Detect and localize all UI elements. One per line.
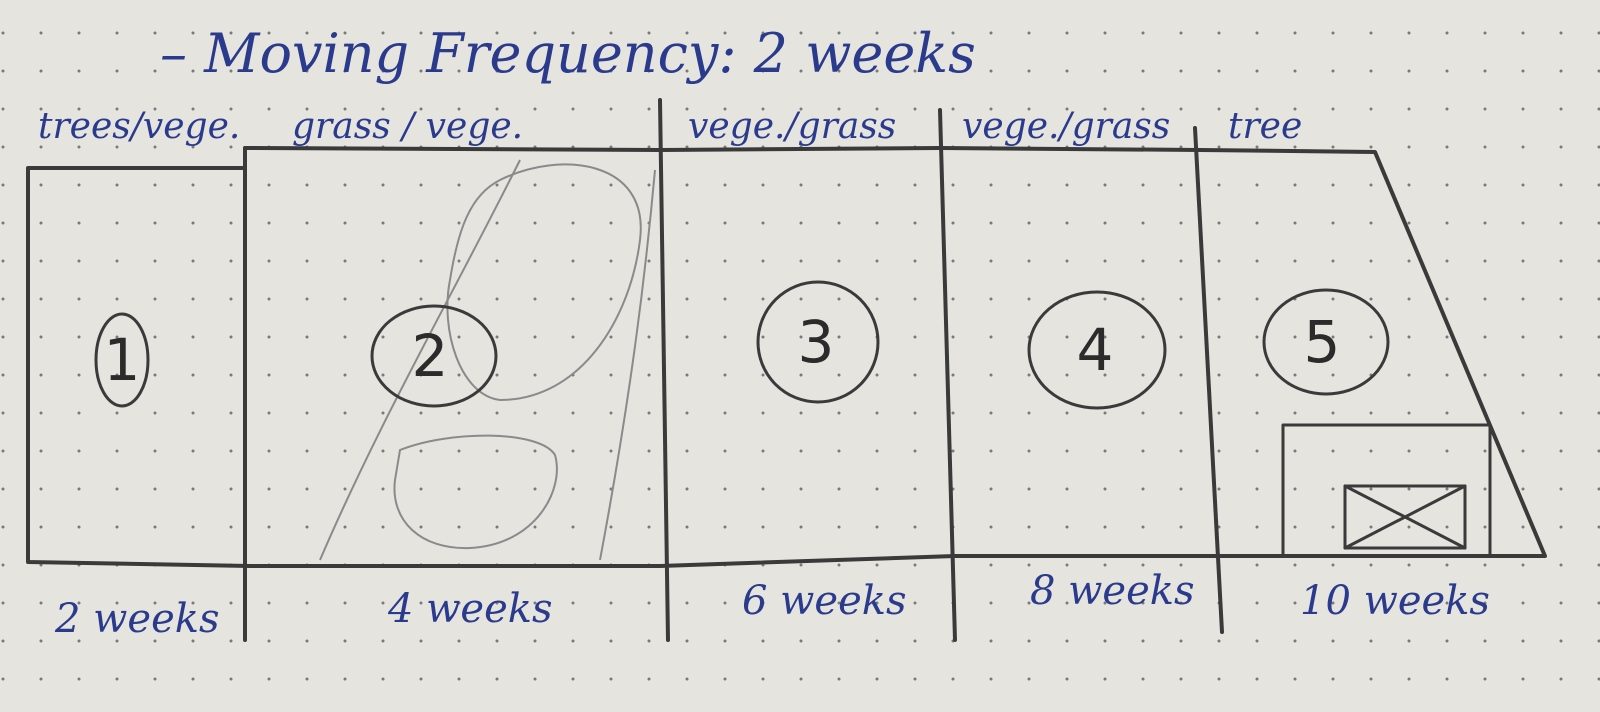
zone-5-number: 5 xyxy=(1304,308,1341,376)
zone-5-marker: 5 xyxy=(1262,288,1390,396)
divider-2-3 xyxy=(658,98,670,642)
divider-4-5 xyxy=(1193,126,1224,634)
crossed-box xyxy=(1343,484,1467,550)
zone-1-vegetation: trees/vege. xyxy=(38,106,240,147)
zone-4-vegetation: vege./grass xyxy=(962,106,1170,147)
zone-1-frequency: 2 weeks xyxy=(54,596,220,642)
zone-2-frequency: 4 weeks xyxy=(387,586,553,632)
faint-line-left xyxy=(319,159,521,561)
zone-4-number: 4 xyxy=(1077,316,1114,384)
zone-5-frequency: 10 weeks xyxy=(1300,578,1490,624)
zone-4-frequency: 8 weeks xyxy=(1030,568,1195,614)
zone-2-number: 2 xyxy=(412,322,449,390)
divider-3-4 xyxy=(938,108,957,642)
zone-2-vegetation: grass / vege. xyxy=(292,106,523,147)
zone-3-frequency: 6 weeks xyxy=(742,578,907,624)
zone-4-marker: 4 xyxy=(1027,290,1167,410)
faint-outline-upper xyxy=(446,163,642,402)
building-outline xyxy=(1281,423,1492,558)
zone-5-vegetation: tree xyxy=(1228,106,1302,147)
zone-2-marker: 2 xyxy=(370,304,498,408)
zone-1-marker: 1 xyxy=(94,312,150,408)
crossed-box-x xyxy=(1343,484,1467,550)
zone-3-vegetation: vege./grass xyxy=(688,106,896,147)
zone-3-marker: 3 xyxy=(756,280,880,404)
faint-outline-lower xyxy=(393,434,558,550)
zone-1-number: 1 xyxy=(104,326,141,394)
faint-line-right xyxy=(599,169,656,561)
zone-3-number: 3 xyxy=(798,308,835,376)
diagram-title: – Moving Frequency: 2 weeks xyxy=(160,22,976,85)
